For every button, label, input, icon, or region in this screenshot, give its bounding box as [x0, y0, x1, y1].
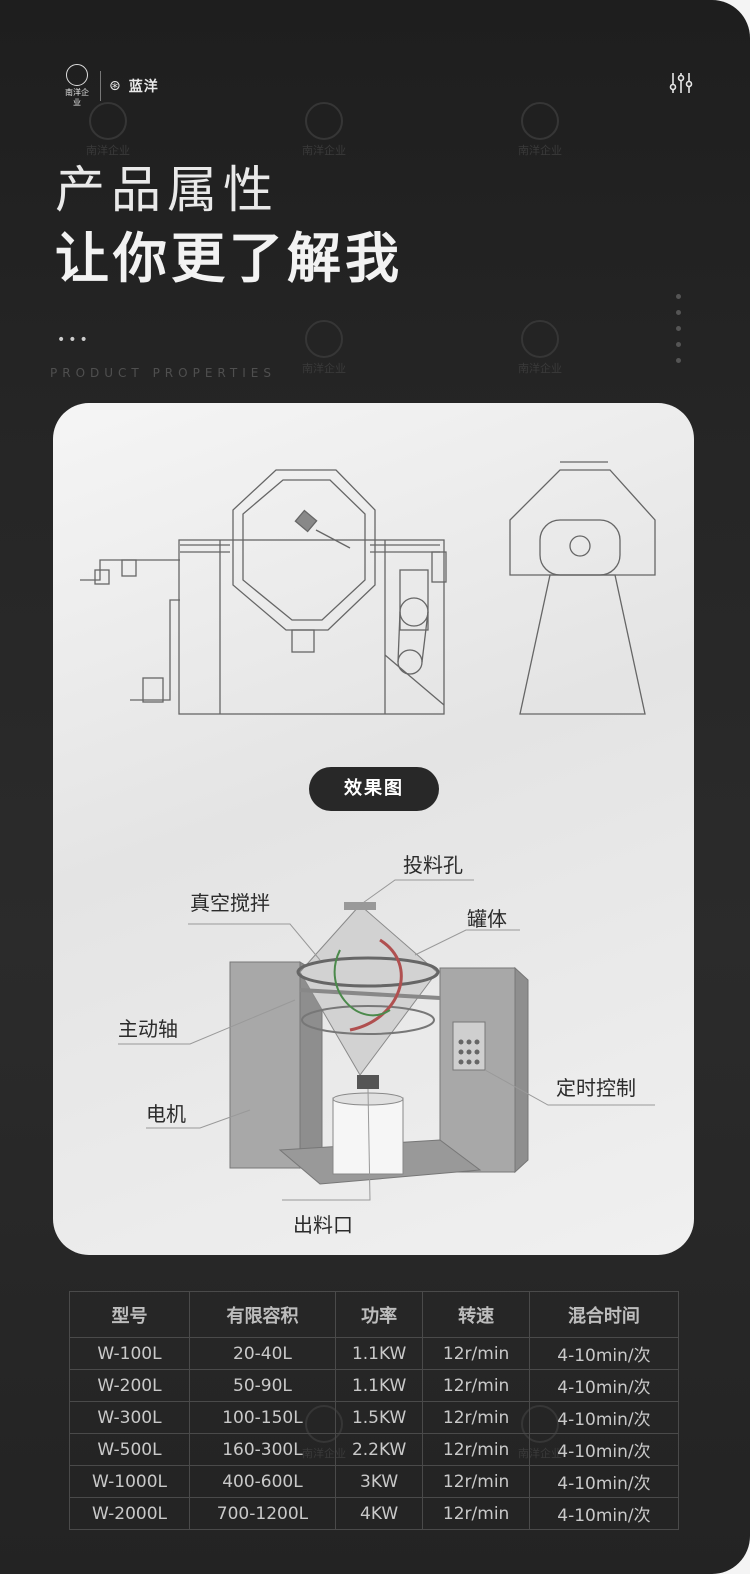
- cell-capacity: 700-1200L: [189, 1497, 336, 1530]
- cell-mix-time: 4-10min/次: [528, 1497, 680, 1530]
- cell-mix-time: 4-10min/次: [528, 1465, 680, 1498]
- cell-power: 2.2KW: [334, 1433, 424, 1466]
- table-row: W-1000L 400-600L 3KW 12r/min 4-10min/次: [68, 1465, 680, 1498]
- cell-power: 3KW: [334, 1465, 424, 1498]
- emblem-logo: 南洋企业: [62, 64, 92, 108]
- callout-feed-port: 投料孔: [403, 853, 463, 877]
- decor-dots: •••: [57, 332, 91, 348]
- technical-drawing-front: [80, 469, 447, 715]
- product-render: [229, 902, 529, 1185]
- table-row: W-300L 100-150L 1.5KW 12r/min 4-10min/次: [68, 1401, 680, 1434]
- callout-vacuum-stir: 真空搅拌: [190, 891, 270, 915]
- watermark: 南洋企业: [292, 102, 356, 162]
- table-header-row: 型号 有限容积 功率 转速 混合时间: [68, 1291, 680, 1338]
- cell-speed: 12r/min: [422, 1497, 530, 1530]
- cell-speed: 12r/min: [422, 1465, 530, 1498]
- subtitle: PRODUCT PROPERTIES: [50, 366, 276, 380]
- cell-speed: 12r/min: [422, 1433, 530, 1466]
- spec-table: 型号 有限容积 功率 转速 混合时间 W-100L 20-40L 1.1KW 1…: [68, 1291, 680, 1530]
- cell-model: W-500L: [68, 1433, 191, 1466]
- callout-discharge-port: 出料口: [293, 1213, 353, 1237]
- cell-power: 1.5KW: [334, 1401, 424, 1434]
- header-model: 型号: [68, 1291, 191, 1338]
- header-mix-time: 混合时间: [528, 1291, 680, 1338]
- brand-logo: 南洋企业 ⊛ 蓝洋: [62, 64, 159, 108]
- table-row: W-100L 20-40L 1.1KW 12r/min 4-10min/次: [68, 1337, 680, 1370]
- callout-timer-control: 定时控制: [556, 1076, 636, 1100]
- cell-model: W-100L: [68, 1337, 191, 1370]
- watermark: 南洋企业: [508, 102, 572, 162]
- cell-capacity: 100-150L: [189, 1401, 336, 1434]
- cell-power: 1.1KW: [334, 1337, 424, 1370]
- callout-tank: 罐体: [467, 907, 507, 931]
- cell-capacity: 50-90L: [189, 1369, 336, 1402]
- callout-motor: 电机: [146, 1102, 186, 1126]
- cell-power: 1.1KW: [334, 1369, 424, 1402]
- cell-capacity: 400-600L: [189, 1465, 336, 1498]
- sliders-icon[interactable]: [668, 70, 694, 96]
- table-row: W-500L 160-300L 2.2KW 12r/min 4-10min/次: [68, 1433, 680, 1466]
- title-line-2: 让你更了解我: [55, 227, 403, 290]
- cell-capacity: 20-40L: [189, 1337, 336, 1370]
- technical-drawing-side: [509, 461, 656, 715]
- brand-mark-icon: ⊛: [109, 78, 121, 94]
- header-speed: 转速: [422, 1291, 530, 1338]
- callout-lines: [118, 879, 655, 1201]
- vertical-dots: [676, 294, 682, 374]
- header-capacity: 有限容积: [189, 1291, 336, 1338]
- watermark: 南洋企业: [508, 320, 572, 380]
- header-power: 功率: [334, 1291, 424, 1338]
- brand-name: 蓝洋: [128, 79, 159, 95]
- table-row: W-200L 50-90L 1.1KW 12r/min 4-10min/次: [68, 1369, 680, 1402]
- cell-mix-time: 4-10min/次: [528, 1337, 680, 1370]
- cell-model: W-2000L: [68, 1497, 191, 1530]
- cell-mix-time: 4-10min/次: [528, 1433, 680, 1466]
- logo-divider: [100, 71, 101, 101]
- table-row: W-2000L 700-1200L 4KW 12r/min 4-10min/次: [68, 1497, 680, 1530]
- callout-main-shaft: 主动轴: [118, 1017, 178, 1041]
- cell-mix-time: 4-10min/次: [528, 1369, 680, 1402]
- cell-speed: 12r/min: [422, 1401, 530, 1434]
- cell-mix-time: 4-10min/次: [528, 1401, 680, 1434]
- cell-capacity: 160-300L: [189, 1433, 336, 1466]
- cell-speed: 12r/min: [422, 1337, 530, 1370]
- watermark: 南洋企业: [76, 102, 140, 162]
- title-line-1: 产品属性: [55, 161, 279, 219]
- watermark: 南洋企业: [292, 320, 356, 380]
- effect-render-label: 效果图: [309, 767, 439, 811]
- cell-model: W-1000L: [68, 1465, 191, 1498]
- cell-speed: 12r/min: [422, 1369, 530, 1402]
- cell-power: 4KW: [334, 1497, 424, 1530]
- cell-model: W-200L: [68, 1369, 191, 1402]
- cell-model: W-300L: [68, 1401, 191, 1434]
